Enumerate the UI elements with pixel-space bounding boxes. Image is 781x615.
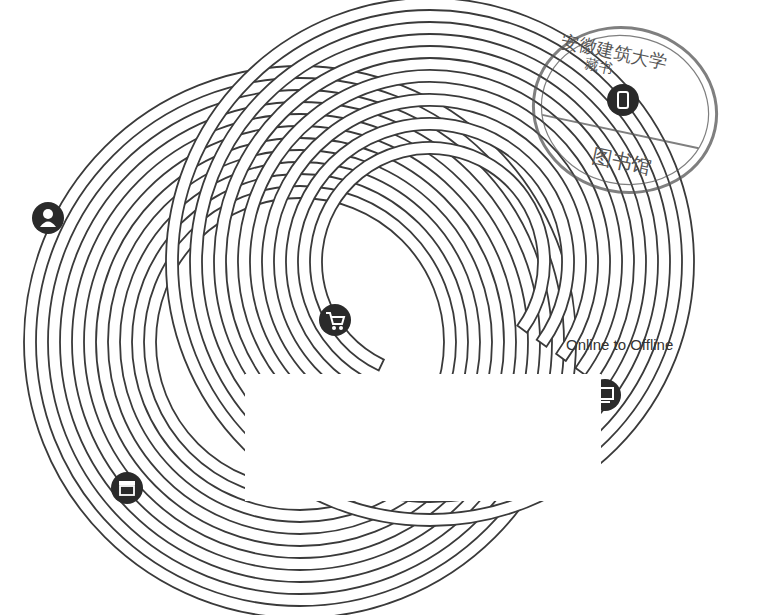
cart-icon bbox=[319, 304, 351, 336]
ring-band bbox=[166, 0, 694, 526]
ring-band bbox=[262, 94, 598, 414]
ring-band bbox=[24, 66, 576, 615]
ring-band bbox=[72, 114, 528, 570]
ring-band bbox=[310, 142, 550, 370]
ring-band bbox=[286, 118, 574, 392]
right-rings bbox=[166, 0, 694, 526]
left-rings bbox=[24, 66, 576, 615]
blank-panel bbox=[245, 374, 601, 501]
ring-band bbox=[190, 22, 670, 502]
person-icon bbox=[32, 202, 64, 234]
phone-icon bbox=[607, 84, 639, 116]
shop-icon bbox=[111, 472, 143, 504]
library-stamp bbox=[518, 11, 732, 210]
tagline: Online to Offline bbox=[566, 336, 673, 353]
